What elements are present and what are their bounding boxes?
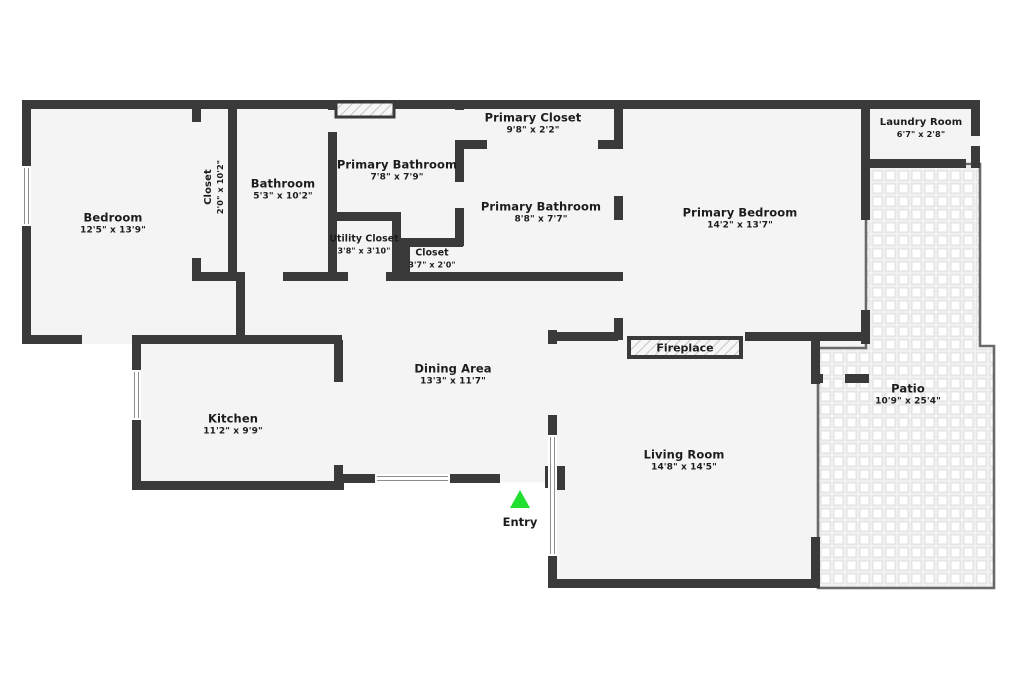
laundry-room-fill (866, 100, 980, 164)
bathroom-fill (236, 100, 328, 272)
wall-pbath1-right-upper (455, 146, 464, 182)
wall-alcove-top (811, 332, 869, 341)
wall-utility-closet-bottom-left (328, 272, 348, 281)
window-living-room (548, 435, 557, 556)
wall-bathroom-right (328, 132, 337, 280)
wall-hall-closet-top (401, 238, 463, 247)
wall-laundry-left (861, 100, 870, 164)
wall-utility-closet-right (392, 212, 401, 272)
kitchen-fill (132, 340, 338, 490)
wall-alcove-bottom-left (811, 374, 823, 383)
patio-outline (816, 162, 996, 590)
patio-fill-lower (818, 348, 994, 588)
wall-utility-closet-bottom-right (386, 272, 402, 281)
wall-dining-bottom-mid (450, 474, 500, 483)
wall-closet-bathroom-divider (228, 100, 237, 280)
wall-pbath1-right-top (455, 100, 464, 110)
wall-closet-left-top (192, 100, 201, 122)
wall-hall-closet-left (401, 238, 410, 281)
wall-lr-right-upper (811, 336, 820, 384)
wall-pbath1-right-lower (455, 208, 464, 246)
window-kitchen (132, 370, 141, 420)
wall-left-lower (22, 226, 31, 344)
wall-pbr-right-lower (861, 310, 870, 342)
hall-fill (22, 272, 242, 344)
wall-primary-closet-bottom-left (455, 140, 487, 149)
wall-kitchen-left-top (132, 340, 141, 370)
wall-laundry-right-bottom (971, 146, 980, 168)
wall-bedroom-bottom-left (22, 335, 82, 344)
window-dining (375, 474, 450, 483)
wall-alcove-right (861, 332, 870, 344)
primary-bedroom-fill (618, 100, 866, 338)
entry-triangle-icon (510, 490, 530, 508)
wall-lr-right-lower (811, 537, 820, 588)
shower-fixture (334, 100, 396, 119)
room-fills (22, 100, 994, 588)
wall-dining-left-stub (236, 272, 245, 344)
wall-pbath2-bottom (401, 272, 623, 281)
hatched-features (334, 100, 743, 359)
wall-closet-left-bottom (192, 258, 201, 280)
wall-utility-closet-top (328, 212, 401, 221)
wall-lr-left-top (548, 330, 557, 344)
wall-primary-closet-bottom-right (598, 140, 623, 149)
wall-bathroom-bottom-right (283, 272, 338, 281)
wall-kitchen-right-top (334, 340, 343, 382)
wall-pbr-left-bottom (614, 318, 623, 340)
windows (22, 166, 557, 556)
wall-dining-bottom-left (343, 474, 375, 483)
wall-bathroom-right-top (328, 100, 337, 110)
wall-top-laundry (866, 100, 980, 109)
wall-pbr-right-upper (861, 164, 870, 220)
wall-pbr-bottom-right (745, 332, 870, 341)
wall-laundry-bottom (866, 159, 966, 168)
fireplace-fixture (627, 336, 743, 359)
wall-left-upper (22, 100, 31, 166)
walls (22, 100, 980, 588)
wall-lr-bottom (548, 579, 820, 588)
patio-fill-upper (866, 164, 980, 348)
wall-top-exterior (22, 100, 870, 109)
wall-laundry-right-top (971, 100, 980, 136)
wall-lr-dining-post (556, 466, 565, 490)
wall-lr-left-bottom (548, 556, 557, 588)
wall-pbr-bottom-left (556, 332, 618, 341)
wall-kitchen-left-bottom (132, 420, 141, 490)
entry-marker-group (510, 490, 530, 508)
primary-bathroom-2-fill (455, 140, 618, 272)
living-room-fill (552, 330, 820, 588)
wall-kitchen-right-bottom (334, 465, 343, 490)
wall-pbr-left-mid (614, 196, 623, 220)
wall-pbr-left-top (614, 100, 623, 146)
wall-kitchen-bottom (132, 481, 344, 490)
wall-alcove-bottom-right (845, 374, 869, 383)
wall-lr-left-mid (548, 415, 557, 435)
wall-closet-bottom (192, 272, 238, 281)
window-bedroom (22, 166, 31, 226)
patio-fill-join (866, 340, 980, 354)
